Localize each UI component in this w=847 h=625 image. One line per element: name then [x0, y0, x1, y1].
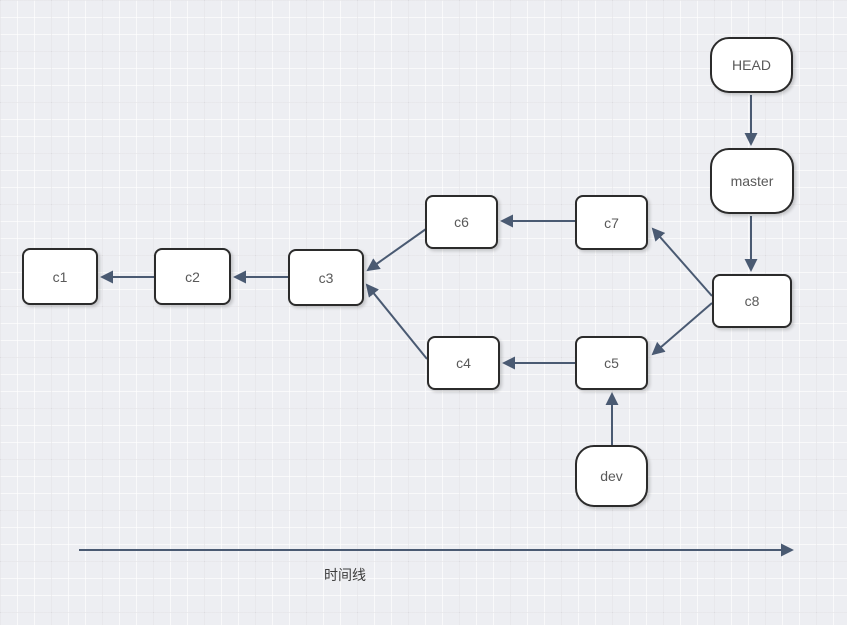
- node-c3-label: c3: [318, 269, 334, 286]
- node-c8[interactable]: c8: [712, 274, 792, 328]
- node-c2[interactable]: c2: [154, 248, 231, 305]
- node-c5[interactable]: c5: [575, 336, 648, 390]
- node-c6-label: c6: [454, 214, 469, 230]
- edge-c6-c3[interactable]: [366, 228, 427, 272]
- node-master-label: master: [730, 173, 774, 189]
- node-c1-label: c1: [52, 268, 68, 285]
- node-c5-label: c5: [604, 355, 619, 371]
- node-c3[interactable]: c3: [288, 249, 364, 306]
- node-c8-label: c8: [744, 293, 760, 309]
- node-c2-label: c2: [185, 268, 200, 285]
- node-c4-label: c4: [456, 355, 471, 371]
- node-dev-label: dev: [600, 468, 623, 484]
- node-dev[interactable]: dev: [575, 445, 648, 507]
- node-master[interactable]: master: [710, 148, 794, 214]
- node-c6[interactable]: c6: [425, 195, 498, 249]
- edge-c8-c7[interactable]: [651, 227, 713, 297]
- node-c7[interactable]: c7: [575, 195, 648, 250]
- node-c7-label: c7: [604, 214, 619, 231]
- timeline-label[interactable]: 时间线: [324, 567, 366, 583]
- node-head-label: HEAD: [732, 57, 771, 73]
- node-c1[interactable]: c1: [22, 248, 98, 305]
- node-head[interactable]: HEAD: [710, 37, 793, 93]
- node-c4[interactable]: c4: [427, 336, 500, 390]
- edge-c4-c3[interactable]: [365, 283, 428, 360]
- edge-c8-c5[interactable]: [651, 302, 713, 356]
